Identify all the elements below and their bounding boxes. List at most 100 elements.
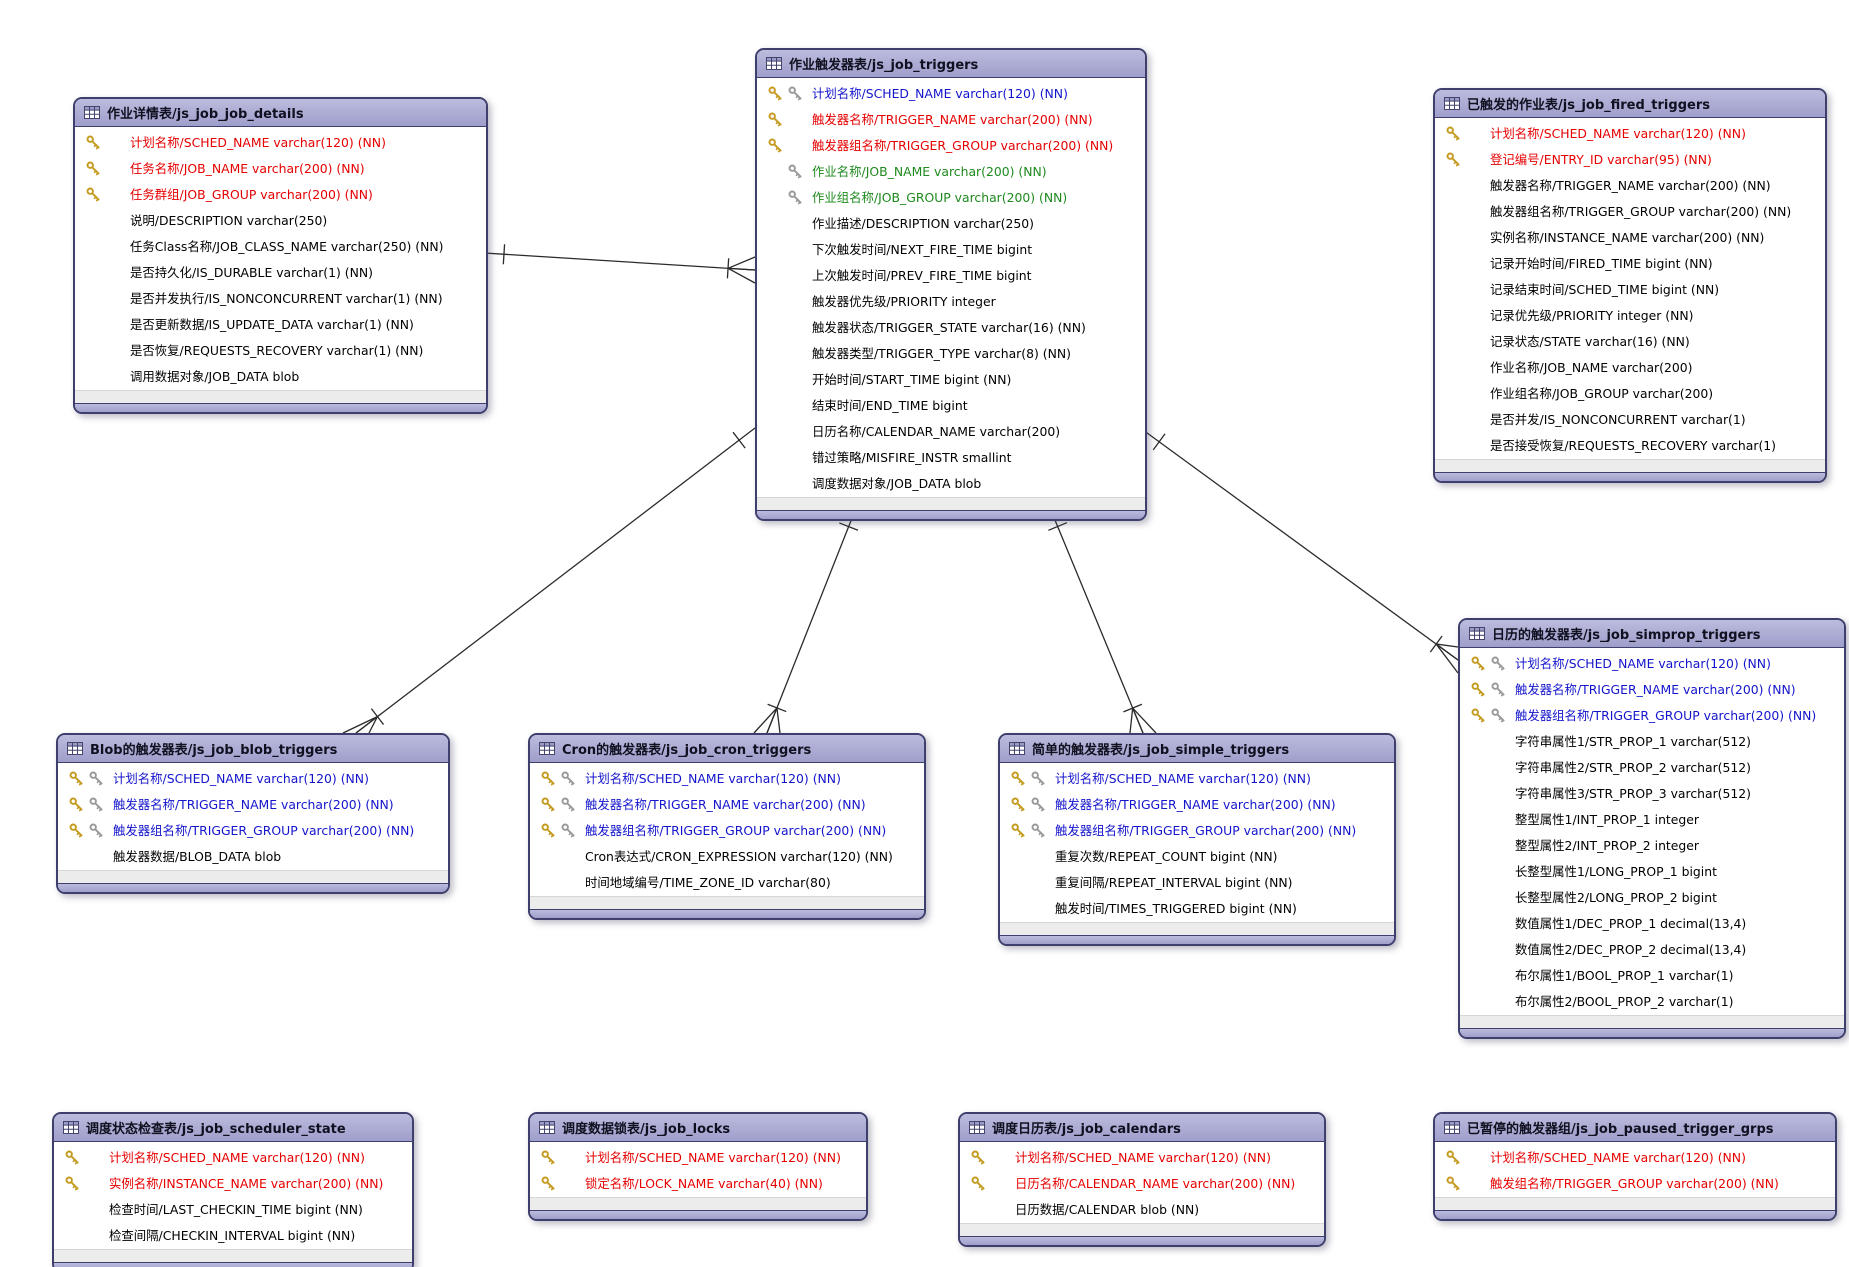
column-row[interactable]: 结束时间/END_TIME bigint	[757, 392, 1145, 418]
column-row[interactable]: 重复次数/REPEAT_COUNT bigint (NN)	[1000, 843, 1394, 869]
column-row[interactable]: 触发器名称/TRIGGER_NAME varchar(200) (NN)	[1000, 791, 1394, 817]
table-header[interactable]: 作业详情表/js_job_job_details	[75, 99, 486, 127]
column-row[interactable]: 记录优先级/PRIORITY integer (NN)	[1435, 302, 1825, 328]
table-header[interactable]: 作业触发器表/js_job_triggers	[757, 50, 1145, 78]
column-row[interactable]: 触发组名称/TRIGGER_GROUP varchar(200) (NN)	[1435, 1170, 1835, 1196]
relationship-connector[interactable]	[753, 507, 859, 734]
column-row[interactable]: 布尔属性2/BOOL_PROP_2 varchar(1)	[1460, 988, 1844, 1014]
table-header[interactable]: 调度状态检查表/js_job_scheduler_state	[54, 1114, 412, 1142]
column-row[interactable]: 计划名称/SCHED_NAME varchar(120) (NN)	[58, 765, 448, 791]
column-row[interactable]: 说明/DESCRIPTION varchar(250)	[75, 207, 486, 233]
column-row[interactable]: 整型属性1/INT_PROP_1 integer	[1460, 806, 1844, 832]
column-row[interactable]: 计划名称/SCHED_NAME varchar(120) (NN)	[1000, 765, 1394, 791]
column-row[interactable]: 计划名称/SCHED_NAME varchar(120) (NN)	[530, 1144, 866, 1170]
column-row[interactable]: 触发器名称/TRIGGER_NAME varchar(200) (NN)	[58, 791, 448, 817]
column-row[interactable]: 整型属性2/INT_PROP_2 integer	[1460, 832, 1844, 858]
column-row[interactable]: 布尔属性1/BOOL_PROP_1 varchar(1)	[1460, 962, 1844, 988]
column-row[interactable]: 触发器组名称/TRIGGER_GROUP varchar(200) (NN)	[58, 817, 448, 843]
table-header[interactable]: 日历的触发器表/js_job_simprop_triggers	[1460, 620, 1844, 648]
column-row[interactable]: 计划名称/SCHED_NAME varchar(120) (NN)	[1435, 120, 1825, 146]
column-row[interactable]: 触发器组名称/TRIGGER_GROUP varchar(200) (NN)	[1460, 702, 1844, 728]
column-row[interactable]: 是否并发执行/IS_NONCONCURRENT varchar(1) (NN)	[75, 285, 486, 311]
column-row[interactable]: 触发时间/TIMES_TRIGGERED bigint (NN)	[1000, 895, 1394, 921]
column-row[interactable]: 是否恢复/REQUESTS_RECOVERY varchar(1) (NN)	[75, 337, 486, 363]
column-row[interactable]: Cron表达式/CRON_EXPRESSION varchar(120) (NN…	[530, 843, 924, 869]
column-row[interactable]: 记录状态/STATE varchar(16) (NN)	[1435, 328, 1825, 354]
column-row[interactable]: 触发器组名称/TRIGGER_GROUP varchar(200) (NN)	[1435, 198, 1825, 224]
column-row[interactable]: 计划名称/SCHED_NAME varchar(120) (NN)	[530, 765, 924, 791]
column-row[interactable]: 作业名称/JOB_NAME varchar(200) (NN)	[757, 158, 1145, 184]
column-row[interactable]: 实例名称/INSTANCE_NAME varchar(200) (NN)	[1435, 224, 1825, 250]
table-header[interactable]: 已暂停的触发器组/js_job_paused_trigger_grps	[1435, 1114, 1835, 1142]
column-row[interactable]: 任务名称/JOB_NAME varchar(200) (NN)	[75, 155, 486, 181]
column-row[interactable]: 触发器名称/TRIGGER_NAME varchar(200) (NN)	[1435, 172, 1825, 198]
column-row[interactable]: 是否并发/IS_NONCONCURRENT varchar(1)	[1435, 406, 1825, 432]
column-row[interactable]: 作业名称/JOB_NAME varchar(200)	[1435, 354, 1825, 380]
column-row[interactable]: 检查时间/LAST_CHECKIN_TIME bigint (NN)	[54, 1196, 412, 1222]
column-row[interactable]: 触发器类型/TRIGGER_TYPE varchar(8) (NN)	[757, 340, 1145, 366]
table-header[interactable]: 调度数据锁表/js_job_locks	[530, 1114, 866, 1142]
column-row[interactable]: 字符串属性1/STR_PROP_1 varchar(512)	[1460, 728, 1844, 754]
relationship-connector[interactable]	[483, 244, 756, 284]
column-row[interactable]: 检查间隔/CHECKIN_INTERVAL bigint (NN)	[54, 1222, 412, 1248]
column-row[interactable]: 是否更新数据/IS_UPDATE_DATA varchar(1) (NN)	[75, 311, 486, 337]
column-row[interactable]: 任务Class名称/JOB_CLASS_NAME varchar(250) (N…	[75, 233, 486, 259]
column-row[interactable]: 实例名称/INSTANCE_NAME varchar(200) (NN)	[54, 1170, 412, 1196]
column-row[interactable]: 记录结束时间/SCHED_TIME bigint (NN)	[1435, 276, 1825, 302]
column-row[interactable]: 锁定名称/LOCK_NAME varchar(40) (NN)	[530, 1170, 866, 1196]
column-row[interactable]: 计划名称/SCHED_NAME varchar(120) (NN)	[1435, 1144, 1835, 1170]
column-row[interactable]: 字符串属性2/STR_PROP_2 varchar(512)	[1460, 754, 1844, 780]
column-row[interactable]: 数值属性1/DEC_PROP_1 decimal(13,4)	[1460, 910, 1844, 936]
column-row[interactable]: 日历名称/CALENDAR_NAME varchar(200) (NN)	[960, 1170, 1324, 1196]
column-row[interactable]: 时间地域编号/TIME_ZONE_ID varchar(80)	[530, 869, 924, 895]
column-row[interactable]: 是否接受恢复/REQUESTS_RECOVERY varchar(1)	[1435, 432, 1825, 458]
column-row[interactable]: 触发器优先级/PRIORITY integer	[757, 288, 1145, 314]
column-row[interactable]: 触发器名称/TRIGGER_NAME varchar(200) (NN)	[1460, 676, 1844, 702]
column-row[interactable]: 错过策略/MISFIRE_INSTR smallint	[757, 444, 1145, 470]
column-row[interactable]: 日历数据/CALENDAR blob (NN)	[960, 1196, 1324, 1222]
table-header[interactable]: 简单的触发器表/js_job_simple_triggers	[1000, 735, 1394, 763]
column-row[interactable]: 计划名称/SCHED_NAME varchar(120) (NN)	[75, 129, 486, 155]
relationship-connector[interactable]	[1048, 507, 1157, 734]
table-header[interactable]: 已触发的作业表/js_job_fired_triggers	[1435, 90, 1825, 118]
table-header[interactable]: Blob的触发器表/js_job_blob_triggers	[58, 735, 448, 763]
column-row[interactable]: 调度数据对象/JOB_DATA blob	[757, 470, 1145, 496]
relationship-connector[interactable]	[1142, 429, 1459, 674]
column-row[interactable]: 触发器组名称/TRIGGER_GROUP varchar(200) (NN)	[530, 817, 924, 843]
column-row[interactable]: 触发器数据/BLOB_DATA blob	[58, 843, 448, 869]
column-row[interactable]: 重复间隔/REPEAT_INTERVAL bigint (NN)	[1000, 869, 1394, 895]
relationship-connector[interactable]	[342, 427, 756, 734]
column-row[interactable]: 任务群组/JOB_GROUP varchar(200) (NN)	[75, 181, 486, 207]
column-row[interactable]: 触发器组名称/TRIGGER_GROUP varchar(200) (NN)	[1000, 817, 1394, 843]
column-row[interactable]: 上次触发时间/PREV_FIRE_TIME bigint	[757, 262, 1145, 288]
column-row[interactable]: 长整型属性2/LONG_PROP_2 bigint	[1460, 884, 1844, 910]
column-row[interactable]: 作业描述/DESCRIPTION varchar(250)	[757, 210, 1145, 236]
column-row[interactable]: 登记编号/ENTRY_ID varchar(95) (NN)	[1435, 146, 1825, 172]
column-row[interactable]: 触发器状态/TRIGGER_STATE varchar(16) (NN)	[757, 314, 1145, 340]
column-row[interactable]: 日历名称/CALENDAR_NAME varchar(200)	[757, 418, 1145, 444]
column-row[interactable]: 开始时间/START_TIME bigint (NN)	[757, 366, 1145, 392]
column-row[interactable]: 计划名称/SCHED_NAME varchar(120) (NN)	[960, 1144, 1324, 1170]
column-row[interactable]: 触发器组名称/TRIGGER_GROUP varchar(200) (NN)	[757, 132, 1145, 158]
table-header[interactable]: 调度日历表/js_job_calendars	[960, 1114, 1324, 1142]
column-row[interactable]: 调用数据对象/JOB_DATA blob	[75, 363, 486, 389]
column-row[interactable]: 字符串属性3/STR_PROP_3 varchar(512)	[1460, 780, 1844, 806]
column-row[interactable]: 记录开始时间/FIRED_TIME bigint (NN)	[1435, 250, 1825, 276]
column-row[interactable]: 作业组名称/JOB_GROUP varchar(200) (NN)	[757, 184, 1145, 210]
column-row[interactable]: 触发器名称/TRIGGER_NAME varchar(200) (NN)	[757, 106, 1145, 132]
column-row[interactable]: 计划名称/SCHED_NAME varchar(120) (NN)	[1460, 650, 1844, 676]
column-row[interactable]: 长整型属性1/LONG_PROP_1 bigint	[1460, 858, 1844, 884]
column-row[interactable]: 计划名称/SCHED_NAME varchar(120) (NN)	[757, 80, 1145, 106]
column-row[interactable]: 触发器名称/TRIGGER_NAME varchar(200) (NN)	[530, 791, 924, 817]
table-header[interactable]: Cron的触发器表/js_job_cron_triggers	[530, 735, 924, 763]
